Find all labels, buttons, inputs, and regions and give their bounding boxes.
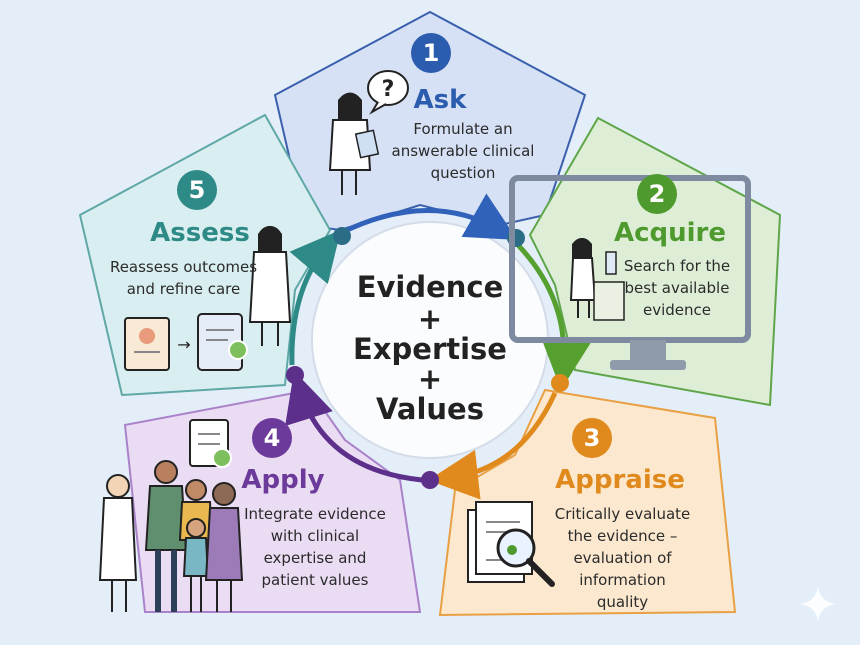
doctor-question-illustration: ? [328, 70, 409, 195]
step-5-title: Assess [150, 218, 250, 248]
arrow-appraise-to-apply [428, 391, 558, 500]
step-4-title: Apply [241, 465, 325, 495]
arrow-acquire-to-appraise [516, 243, 591, 390]
cycle-node-apply [421, 471, 439, 489]
step-2-badge: 2 [637, 174, 677, 214]
cycle-node-ask [333, 227, 351, 245]
svg-text:→: → [177, 335, 190, 354]
step-1-title: Ask [413, 85, 467, 115]
arrow-assess-to-ask [289, 229, 341, 366]
center-plus-2: + [417, 362, 443, 396]
step-4-badge: 4 [252, 418, 292, 458]
step-3-title: Appraise [555, 465, 685, 495]
computer-search-illustration [509, 175, 751, 370]
cycle-node-assess [286, 366, 304, 384]
step-1-badge: 1 [411, 33, 451, 73]
arrow-ask-to-acquire [341, 193, 518, 240]
svg-text:?: ? [382, 77, 395, 102]
center-evidence: Evidence [356, 270, 504, 304]
reassess-illustration: → [124, 226, 292, 371]
arrow-apply-to-assess [285, 370, 423, 483]
doctor-family-illustration [98, 419, 244, 612]
center-expertise: Expertise [353, 332, 507, 366]
step-2-title: Acquire [613, 218, 727, 248]
cycle-node-appraise [551, 374, 569, 392]
center-plus-1: + [417, 302, 443, 336]
step-3-badge: 3 [572, 418, 612, 458]
sparkle-icon [800, 586, 836, 622]
step-5-badge: 5 [177, 170, 217, 210]
document-magnifier-illustration [467, 501, 555, 587]
center-values: Values [376, 392, 484, 426]
